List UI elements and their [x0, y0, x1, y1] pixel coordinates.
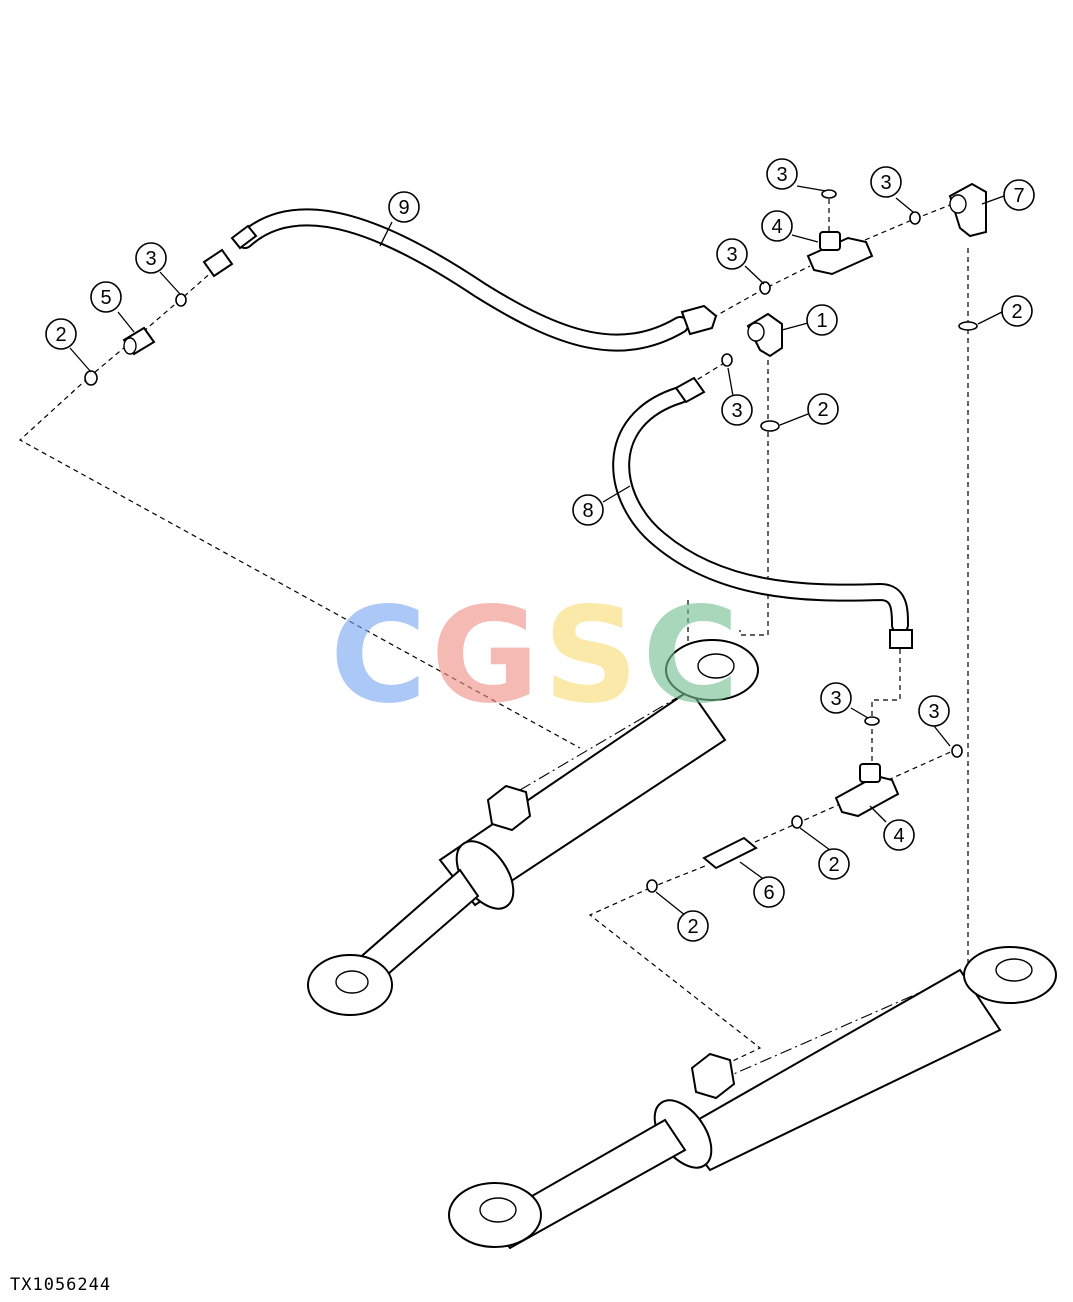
svg-text:3: 3: [145, 248, 156, 270]
svg-text:3: 3: [830, 688, 841, 710]
elbow-fitting-7: [948, 182, 987, 238]
svg-text:4: 4: [771, 216, 782, 238]
fitting-6: [702, 836, 758, 870]
hose-9: [202, 208, 718, 352]
svg-text:5: 5: [100, 287, 111, 309]
elbow-fitting-1: [746, 312, 783, 358]
hose-8: [612, 376, 913, 649]
callout-2: 2: [45, 318, 77, 350]
watermark-letter: G: [430, 579, 544, 733]
watermark-letter: C: [642, 579, 744, 733]
svg-text:2: 2: [55, 324, 66, 346]
hydraulic-cylinder-lower: [448, 946, 1057, 1250]
callout-1: 1: [806, 304, 838, 336]
callout-2: 2: [807, 393, 839, 425]
svg-text:8: 8: [582, 500, 593, 522]
callout-9: 9: [388, 191, 420, 223]
callout-3: 3: [820, 682, 852, 714]
tee-fitting-4-upper: [806, 231, 874, 276]
callout-3: 3: [766, 158, 798, 190]
callout-2: 2: [677, 910, 709, 942]
callout-leaders: [69, 185, 1005, 917]
tee-fitting-4-lower: [834, 763, 900, 818]
callout-6: 6: [753, 876, 785, 908]
callout-3: 3: [135, 242, 167, 274]
callout-3: 3: [716, 238, 748, 270]
callout-2: 2: [818, 848, 850, 880]
callout-2: 2: [1001, 295, 1033, 327]
svg-text:4: 4: [893, 825, 904, 847]
svg-text:3: 3: [726, 244, 737, 266]
callout-3: 3: [870, 166, 902, 198]
callout-4: 4: [883, 819, 915, 851]
figure-id: TX1056244: [10, 1275, 112, 1295]
svg-text:2: 2: [1011, 301, 1022, 323]
callout-5: 5: [90, 281, 122, 313]
svg-text:3: 3: [776, 164, 787, 186]
watermark-letter: S: [543, 579, 643, 733]
assembly-lines: [18, 190, 969, 1081]
watermark-letter: C: [330, 579, 431, 733]
callout-8: 8: [572, 494, 604, 526]
svg-text:6: 6: [763, 882, 774, 904]
svg-text:9: 9: [398, 197, 409, 219]
fitting-5: [122, 326, 156, 356]
hydraulic-cylinder-upper: [307, 639, 759, 1016]
callouts: 2 5 3 9 3 3 4 3 7 2 1 2 3 8 3 3 4 2 6 2: [45, 158, 1035, 942]
svg-text:2: 2: [817, 399, 828, 421]
svg-text:3: 3: [880, 172, 891, 194]
svg-text:2: 2: [687, 916, 698, 938]
callout-3: 3: [918, 695, 950, 727]
watermark-logo: CGSC: [330, 590, 743, 722]
svg-text:3: 3: [928, 701, 939, 723]
callout-4: 4: [761, 210, 793, 242]
svg-text:3: 3: [731, 400, 742, 422]
svg-text:2: 2: [828, 854, 839, 876]
svg-text:7: 7: [1013, 185, 1024, 207]
callout-7: 7: [1003, 179, 1035, 211]
callout-3: 3: [721, 394, 753, 426]
o-rings: [84, 189, 978, 893]
svg-text:1: 1: [816, 310, 827, 332]
